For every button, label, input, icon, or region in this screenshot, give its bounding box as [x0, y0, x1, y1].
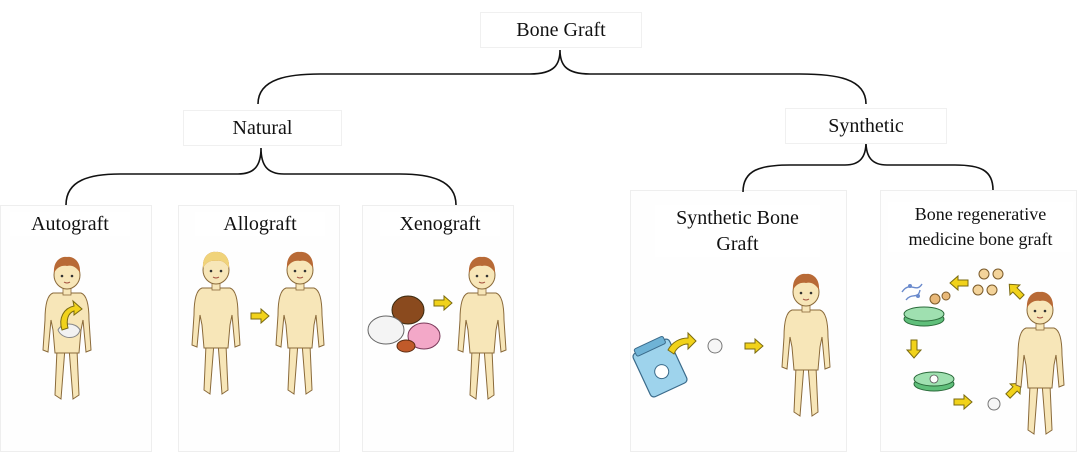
bracket-root	[258, 50, 866, 104]
leaf-allograft: Allograft	[195, 212, 325, 236]
bracket-natural	[66, 148, 456, 205]
synthetic-graft-pellet	[708, 339, 722, 353]
regen-arrow-left	[950, 276, 968, 290]
leaf-synthetic-bone-graft: Synthetic Bone Graft	[655, 205, 820, 257]
regen-arrow-top	[1004, 279, 1027, 302]
xenograft-figure	[458, 257, 506, 399]
synthetic-figure	[782, 274, 830, 416]
leaf-autograft: Autograft	[10, 212, 130, 236]
regen-graft-pellet	[988, 398, 1000, 410]
leaf-synthetic-bone-graft-line1: Synthetic Bone	[655, 205, 820, 231]
synthetic-curved-arrow	[668, 333, 696, 354]
regen-scatter-cells	[930, 292, 950, 304]
leaf-allograft-label: Allograft	[223, 213, 296, 235]
node-bone-graft-label: Bone Graft	[516, 19, 605, 41]
regen-cells-source	[902, 284, 922, 300]
regen-arrow-bottom	[954, 395, 972, 409]
leaf-xenograft: Xenograft	[380, 212, 500, 236]
node-synthetic-label: Synthetic	[828, 115, 904, 137]
xenograft-animals	[368, 296, 440, 352]
leaf-xenograft-label: Xenograft	[399, 213, 480, 235]
node-synthetic: Synthetic	[785, 108, 947, 144]
node-natural-label: Natural	[233, 117, 293, 139]
xenograft-arrow	[434, 296, 452, 310]
node-bone-graft: Bone Graft	[480, 12, 642, 48]
node-natural: Natural	[183, 110, 342, 146]
leaf-autograft-label: Autograft	[31, 213, 109, 235]
regen-figure	[1016, 292, 1064, 434]
leaf-regenerative-line2: medicine bone graft	[888, 227, 1073, 252]
regen-cell-cluster	[973, 269, 1003, 295]
bracket-synthetic	[743, 142, 993, 192]
allograft-donor-figure	[192, 252, 240, 394]
regen-arrow-down	[907, 340, 921, 358]
regen-culture-dish-1	[904, 307, 944, 326]
synthetic-arrow	[745, 339, 763, 353]
regen-culture-dish-2	[914, 372, 954, 391]
leaf-synthetic-bone-graft-line2: Graft	[655, 231, 820, 257]
regen-arrow-right	[1003, 378, 1026, 401]
leaf-regenerative-line1: Bone regenerative	[888, 202, 1073, 227]
leaf-regenerative: Bone regenerative medicine bone graft	[888, 202, 1073, 252]
allograft-arrow	[251, 309, 269, 323]
allograft-recipient-figure	[276, 252, 324, 394]
